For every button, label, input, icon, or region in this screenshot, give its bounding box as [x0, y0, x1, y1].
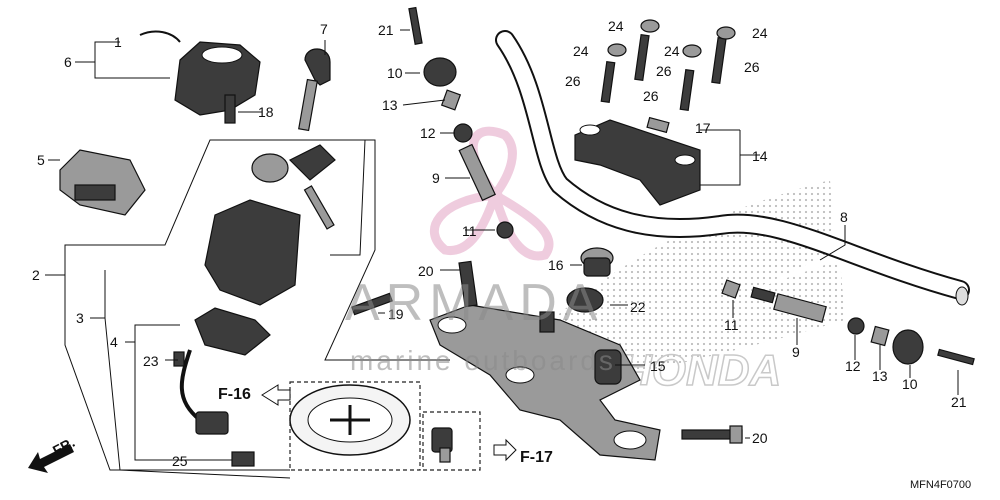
holder-bolts	[600, 19, 736, 112]
right-bar-end-parts	[721, 279, 975, 366]
left-bar-end-parts	[408, 6, 514, 239]
callout-24-d: 24	[752, 25, 768, 41]
callout-20-lower: 20	[752, 430, 768, 446]
ref-f16: F-16	[218, 384, 291, 406]
callout-11-right: 11	[724, 317, 739, 333]
callout-12-left: 12	[420, 125, 436, 141]
callout-3: 3	[76, 310, 84, 326]
callout-15: 15	[650, 358, 666, 374]
callout-16: 16	[548, 257, 564, 273]
callout-26-c: 26	[643, 88, 659, 104]
front-direction-arrow: FR.	[28, 434, 77, 473]
ref-f17: F-17	[493, 438, 553, 466]
fuel-cap-ref	[289, 381, 421, 471]
callout-11-left: 11	[462, 223, 477, 239]
ignition-switch	[173, 144, 336, 467]
callout-1: 1	[114, 34, 122, 50]
stem-cap	[580, 247, 614, 277]
callout-14: 14	[752, 148, 768, 164]
callout-6: 6	[64, 54, 72, 70]
callout-10-left: 10	[387, 65, 403, 81]
callout-12-right: 12	[845, 358, 861, 374]
callout-5: 5	[37, 152, 45, 168]
callout-17: 17	[695, 120, 711, 136]
armada-watermark: ARMADA	[345, 274, 603, 332]
callout-23: 23	[143, 353, 159, 369]
switch-socket	[59, 149, 146, 216]
handlebar-upper-holder	[574, 116, 701, 206]
svg-text:F-16: F-16	[218, 386, 251, 403]
callout-22: 22	[630, 299, 646, 315]
callout-26-a: 26	[565, 73, 581, 89]
callout-24-b: 24	[573, 43, 589, 59]
top-bridge	[429, 287, 661, 461]
svg-text:F-17: F-17	[520, 449, 553, 466]
callout-24-c: 24	[664, 43, 680, 59]
callout-13-right: 13	[872, 368, 888, 384]
callout-18: 18	[258, 104, 274, 120]
callout-21-left: 21	[378, 22, 394, 38]
callout-24-a: 24	[608, 18, 624, 34]
callout-21-right: 21	[951, 394, 967, 410]
callout-26-b: 26	[656, 63, 672, 79]
callout-2: 2	[32, 267, 40, 283]
armada-subtitle-watermark: marine outboards	[350, 345, 616, 376]
callout-4: 4	[110, 334, 118, 350]
callout-26-d: 26	[744, 59, 760, 75]
bolt-19	[351, 292, 393, 316]
callout-8: 8	[840, 209, 848, 225]
diagram-code: MFN4F0700	[910, 479, 971, 491]
ignition-key	[298, 48, 331, 132]
callout-19: 19	[388, 306, 404, 322]
callout-10-right: 10	[902, 376, 918, 392]
honda-watermark: HONDA	[620, 346, 781, 395]
callout-20-upper: 20	[418, 263, 434, 279]
handlebar	[495, 30, 970, 306]
key-cylinder-ref	[422, 411, 481, 471]
bolts-20	[458, 260, 743, 444]
group-lines	[45, 29, 959, 479]
callouts: 1 6 18 7 5 2 3 4 23 25 19 21 10 13 12 9 …	[32, 18, 967, 469]
callout-25: 25	[172, 453, 188, 469]
ignition-cover	[139, 30, 261, 124]
callout-9-right: 9	[792, 344, 800, 360]
callout-9-left: 9	[432, 170, 440, 186]
callout-7: 7	[320, 21, 328, 37]
callout-13-left: 13	[382, 97, 398, 113]
